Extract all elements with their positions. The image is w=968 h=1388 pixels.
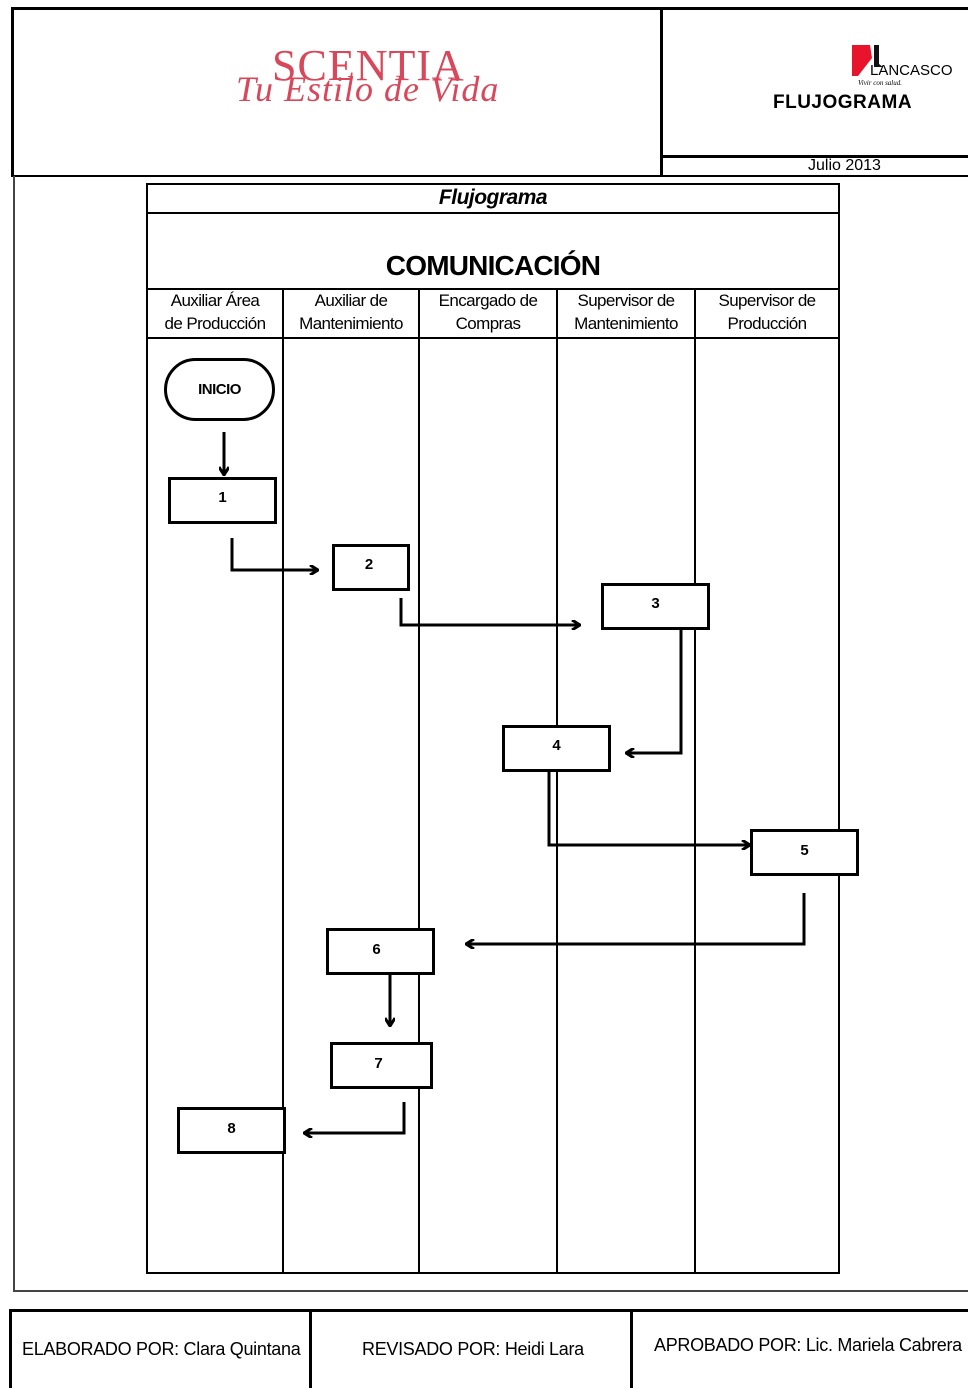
lane-divider	[418, 289, 420, 1273]
page-frame	[13, 176, 968, 1292]
node-label: INICIO	[198, 381, 241, 398]
scentia-logo-tagline: Tu Estilo de Vida	[236, 69, 500, 109]
lane-divider	[556, 289, 558, 1273]
edge-7-8	[304, 1102, 406, 1133]
lane-header-line: Supervisor de	[577, 291, 675, 310]
reviewed-by: REVISADO POR: Heidi Lara	[362, 1339, 584, 1359]
lane-header-line: Compras	[455, 314, 521, 333]
lane-header-line: Encargado de	[438, 291, 538, 310]
flowchart-caption: Flujograma	[438, 186, 548, 209]
node-label: 2	[364, 556, 374, 573]
flow-node-inicio: INICIO	[164, 358, 275, 421]
node-label: 6	[372, 941, 381, 958]
lancasco-logo-text: LANCASCO	[870, 62, 953, 79]
title-rule	[146, 288, 840, 290]
node-label: 8	[227, 1120, 236, 1137]
flow-node-3: 3	[601, 583, 710, 630]
approved-by: APROBADO POR: Lic. Mariela Cabrera	[654, 1335, 962, 1355]
node-label: 7	[374, 1055, 383, 1072]
lane-divider	[694, 289, 696, 1273]
edge-1-2	[230, 538, 318, 570]
header-divider	[660, 7, 663, 177]
lane-header-line: de Producción	[164, 314, 266, 333]
lane-header-supervisor-mantenimiento: Supervisor de Mantenimiento	[558, 289, 694, 335]
lane-header-line: Mantenimiento	[299, 314, 403, 333]
edge-3-4	[626, 628, 683, 753]
flowchart-title: COMUNICACIÓN	[385, 250, 601, 281]
document-date: Julio 2013	[808, 157, 881, 174]
node-label: 3	[651, 595, 660, 612]
prepared-by: ELABORADO POR: Clara Quintana	[22, 1339, 301, 1359]
header-right-rule	[662, 155, 968, 158]
header-frame	[11, 7, 968, 177]
node-label: 5	[800, 842, 809, 859]
edge-4-5	[547, 770, 750, 845]
node-label: 4	[552, 737, 561, 754]
footer-divider	[309, 1309, 312, 1388]
node-label: 1	[218, 489, 227, 506]
lane-header-line: Producción	[727, 314, 807, 333]
caption-rule	[146, 212, 840, 214]
flow-node-7: 7	[330, 1042, 433, 1089]
flow-node-2: 2	[332, 544, 410, 591]
lane-divider	[282, 289, 284, 1273]
flow-node-6: 6	[326, 928, 435, 975]
edge-2-3	[399, 598, 580, 625]
flow-node-4: 4	[502, 725, 611, 772]
scentia-logo-wordmark: SCENTIA	[272, 41, 465, 90]
footer-divider	[630, 1309, 633, 1388]
lane-header-auxiliar-mantenimiento: Auxiliar de Mantenimiento	[284, 289, 418, 335]
lane-header-line: Auxiliar de	[314, 291, 388, 310]
flow-node-5: 5	[750, 829, 859, 876]
lancasco-logo-slogan: Vivir con salud.	[858, 79, 903, 87]
lane-header-encargado-compras: Encargado de Compras	[420, 289, 556, 335]
lane-header-line: Mantenimiento	[574, 314, 678, 333]
document-type-title: FLUJOGRAMA	[773, 92, 913, 113]
lane-header-auxiliar-produccion: Auxiliar Área de Producción	[148, 289, 282, 335]
flow-node-8: 8	[177, 1107, 286, 1154]
edge-5-6	[466, 893, 806, 944]
flowchart-frame	[146, 183, 840, 1274]
lane-header-rule	[146, 337, 840, 339]
footer-frame	[9, 1309, 968, 1388]
lane-header-line: Auxiliar Área	[170, 291, 260, 310]
lane-header-line: Supervisor de	[718, 291, 816, 310]
lancasco-logo-mark	[852, 45, 883, 76]
flow-node-1: 1	[168, 477, 277, 524]
lane-header-supervisor-produccion: Supervisor de Producción	[696, 289, 838, 335]
